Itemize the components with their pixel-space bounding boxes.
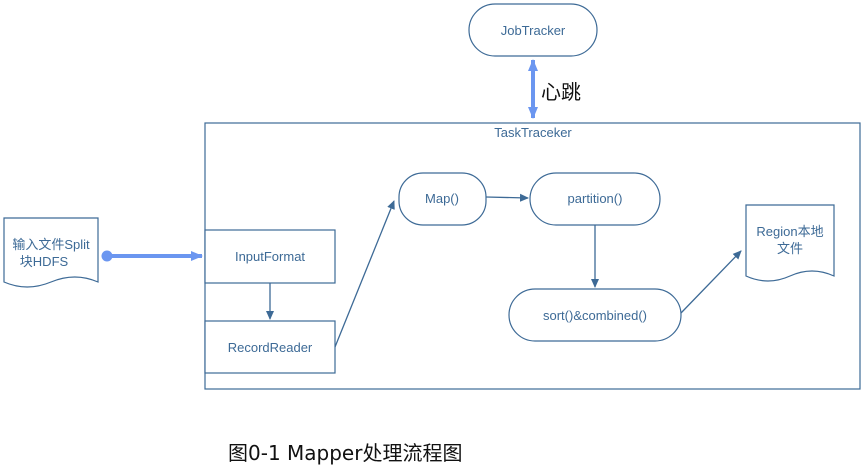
figure-caption: 图0-1 Mapper处理流程图 [228,441,462,465]
sort-combined-label: sort()&combined() [543,308,647,323]
tasktracker-label: TaskTraceker [494,125,572,140]
input-doc-line1: 输入文件Split [12,237,90,252]
partition-node: partition() [529,172,661,226]
sort-combined-node: sort()&combined() [508,288,682,342]
jobtracker-node: JobTracker [468,3,598,57]
input-doc-line2: 块HDFS [20,254,69,269]
input-split-document: 输入文件Split 块HDFS [3,217,99,288]
region-line1: Region本地 [756,224,823,239]
map-to-partition-arrow [485,193,529,202]
inputformat-node: InputFormat [204,229,336,284]
sort-to-region-arrow [680,250,742,314]
jobtracker-label: JobTracker [501,23,566,38]
recordreader-label: RecordReader [228,340,313,355]
map-node: Map() [398,172,487,226]
region-local-file-document: Region本地 文件 [745,204,835,282]
partition-label: partition() [568,191,623,206]
region-line2: 文件 [777,241,803,256]
inputformat-label: InputFormat [235,249,305,264]
recordreader-to-map-arrow [334,200,395,348]
input-arrow-origin-dot [101,250,113,262]
map-label: Map() [425,191,459,206]
heartbeat-label: 心跳 [541,80,581,104]
recordreader-node: RecordReader [204,320,336,374]
